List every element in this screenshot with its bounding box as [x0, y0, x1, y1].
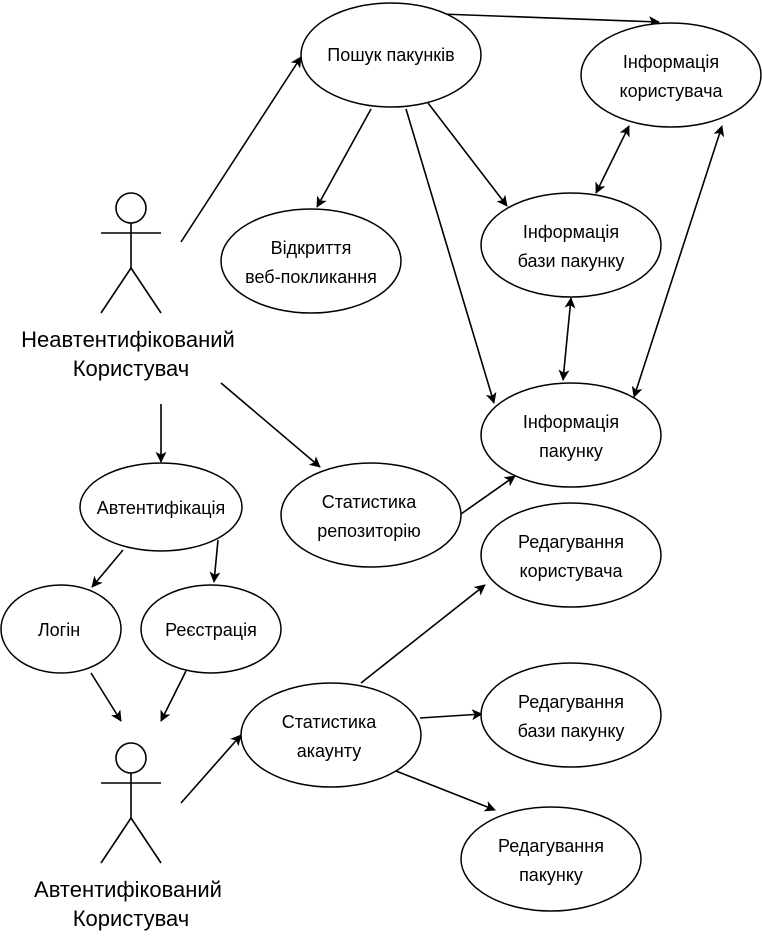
edge-search-userinfo [440, 13, 660, 28]
usecase-authentication: Автентифікація [79, 462, 243, 552]
usecase-label: акаунту [297, 741, 361, 761]
usecase-label: Інформація [523, 222, 619, 242]
edge-search-package [405, 108, 497, 404]
usecase-user-info: Інформація користувача [580, 22, 762, 128]
usecase-edit-package-base: Редагування бази пакунку [480, 662, 662, 768]
edge-login-authactor [90, 672, 122, 722]
actor-label-line2: Користувач [73, 906, 190, 931]
edge-auth-login [91, 549, 124, 588]
usecase-repo-stats: Статистика репозиторію [280, 462, 462, 568]
usecase-label: Редагування [518, 692, 624, 712]
usecase-label: репозиторію [317, 521, 420, 541]
usecase-label: Інформація [623, 52, 719, 72]
edge-registration-authactor [160, 670, 187, 722]
edge-accountstats-editpackage [395, 770, 496, 812]
edge-accountstats-editbase [419, 709, 483, 721]
usecase-webhook: Відкриття веб-покликання [220, 208, 402, 314]
usecase-label: Статистика [322, 492, 418, 512]
usecase-label: користувача [520, 561, 624, 581]
edge-unauth-search [180, 56, 302, 243]
actor-label-line1: Неавтентифікований [21, 327, 235, 352]
actor-label-line2: Користувач [73, 356, 190, 381]
edge-unauth-reposts [220, 382, 321, 468]
edge-search-webhook [316, 108, 372, 208]
edge-search-packagebase [427, 102, 508, 207]
edge-userinfo-package [631, 125, 725, 398]
usecase-package-info: Інформація пакунку [480, 382, 662, 488]
usecase-label: Редагування [498, 836, 604, 856]
actor-head [115, 742, 147, 774]
edge-userinfo-packagebase [595, 125, 630, 194]
usecase-label: пакунку [539, 441, 603, 461]
usecase-search: Пошук пакунків [300, 2, 482, 108]
edges [90, 13, 725, 812]
edge-repostats-package [460, 475, 516, 515]
actor-label-line1: Автентифікований [34, 877, 222, 902]
actor-left-leg [100, 267, 132, 314]
edge-authactor-accountstats [180, 734, 242, 804]
usecase-label: веб-покликання [245, 267, 377, 287]
edge-auth-registration [209, 539, 221, 583]
usecase-edit-user: Редагування користувача [480, 502, 662, 608]
usecase-label: Автентифікація [97, 498, 226, 518]
usecase-label: бази пакунку [518, 721, 625, 741]
usecase-login: Логін [0, 584, 122, 674]
usecase-label: Інформація [523, 412, 619, 432]
actor-head [115, 192, 147, 224]
edge-accountstats-edituser [360, 584, 486, 684]
usecase-label: Реєстрація [165, 620, 257, 640]
usecase-label: Статистика [282, 712, 378, 732]
usecase-label: Відкриття [271, 238, 352, 258]
usecase-label: бази пакунку [518, 251, 625, 271]
usecase-package-base-info: Інформація бази пакунку [480, 192, 662, 298]
usecase-label: користувача [620, 81, 724, 101]
usecase-label: Редагування [518, 532, 624, 552]
usecase-label: пакунку [519, 865, 583, 885]
usecase-label: Логін [38, 620, 80, 640]
usecase-registration: Реєстрація [140, 584, 282, 674]
actor-left-leg [100, 817, 132, 864]
unauthenticated-actor: Неавтентифікований Користувач [21, 192, 235, 381]
usecase-edit-package: Редагування пакунку [460, 806, 642, 912]
actor-right-leg [130, 267, 162, 314]
edge-packagebase-package [558, 297, 576, 381]
actor-right-leg [130, 817, 162, 864]
authenticated-actor: Автентифікований Користувач [34, 742, 222, 931]
usecase-account-stats: Статистика акаунту [240, 682, 422, 788]
usecase-label: Пошук пакунків [327, 45, 454, 65]
